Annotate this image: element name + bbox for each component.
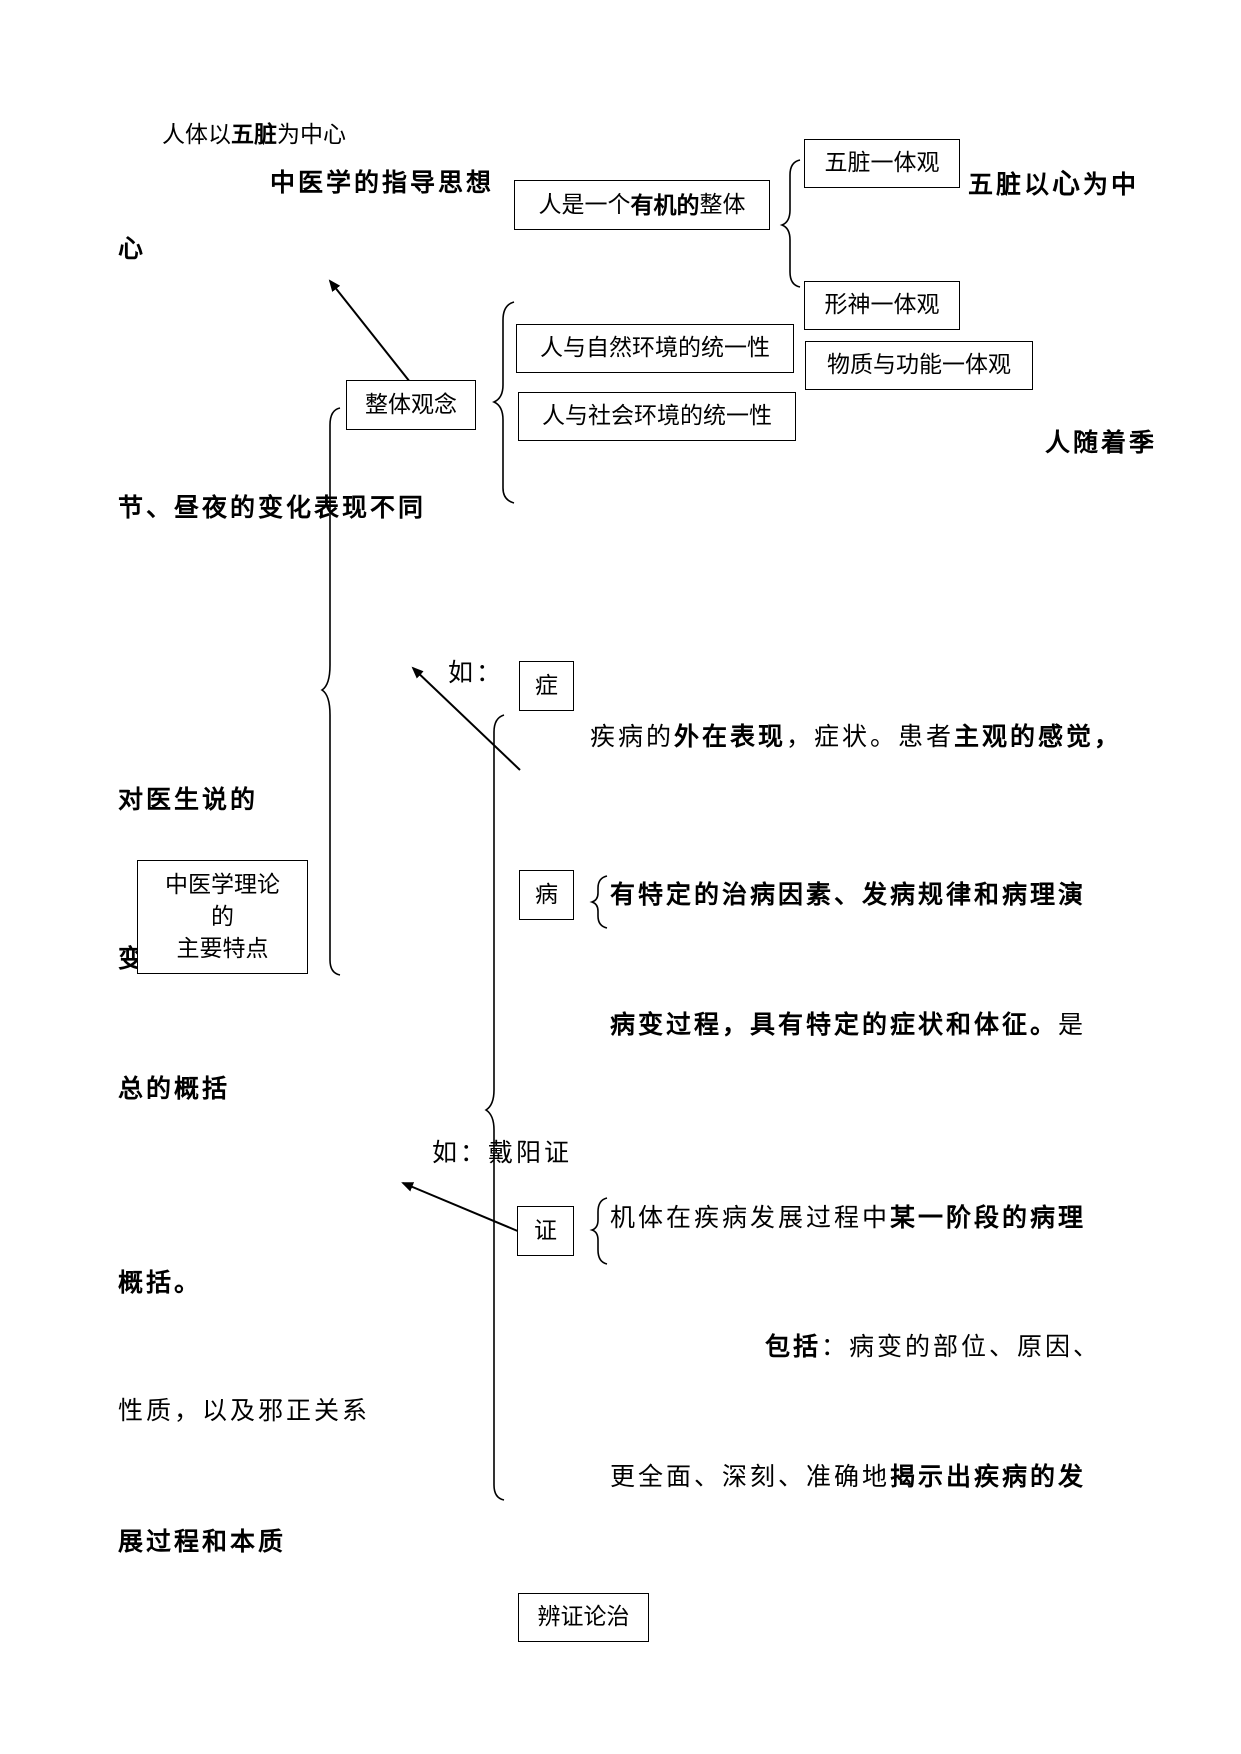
box-nature-unity: 人与自然环境的统一性 [516,324,794,373]
guiding-title: 中医学的指导思想 [270,168,495,197]
box-symptom: 症 [519,661,574,711]
brace-holism [492,301,515,504]
box-organic-whole: 人是一个有机的整体 [514,180,770,230]
arrow-syndrome-to-example [401,1182,521,1233]
reveal-cont-text: 展过程和本质 [118,1527,287,1556]
brace-differentiation [484,714,505,1501]
includes-text: 包括：病变的部位、原因、 [765,1332,1102,1361]
center-cont-text: 心 [118,234,147,263]
reveal-text: 更全面、深刻、准确地揭示出疾病的发 [610,1462,1087,1491]
box-five-organs-one: 五脏一体观 [804,139,960,188]
summary-text: 概括。 [118,1268,203,1297]
box-main-features: 中医学理论 的 主要特点 [137,860,308,974]
disease-definition: 有特定的治病因素、发病规律和病理演 [610,880,1087,909]
box-society-unity: 人与社会环境的统一性 [518,392,796,441]
example-syndrome: 如：戴阳证 [432,1138,573,1167]
syndrome-definition: 机体在疾病发展过程中某一阶段的病理 [610,1203,1087,1232]
nature-relation-text: 性质，以及邪正关系 [118,1396,371,1425]
symptom-definition: 疾病的外在表现，症状。患者主观的感觉， [590,722,1123,751]
five-organs-center-text: 五脏以心为中 [968,167,1140,200]
brace-organic-whole [779,159,801,288]
box-disease: 病 [519,870,574,920]
season-cont-text: 节、昼夜的变化表现不同 [118,493,427,522]
general-summary-text: 总的概括 [118,1074,231,1103]
season-text: 人随着季 [1045,428,1158,457]
box-differentiation: 辨证论治 [518,1593,649,1642]
box-form-spirit: 形神一体观 [804,281,960,330]
arrow-holism-to-guiding [328,279,411,383]
box-syndrome: 证 [517,1206,574,1256]
disease-definition-2: 病变过程，具有特定的症状和体征。是 [610,1010,1087,1039]
header-note: 人体以五脏为中心 [162,121,346,148]
brace-disease [589,875,608,929]
doctor-says-text: 对医生说的 [118,785,259,814]
example-symptom: 如： [448,658,505,687]
box-matter-function: 物质与功能一体观 [805,341,1033,390]
arrow-symptom-to-example [411,666,521,771]
brace-main-features [320,407,341,976]
box-holism: 整体观念 [346,380,476,430]
brace-syndrome [589,1197,608,1265]
